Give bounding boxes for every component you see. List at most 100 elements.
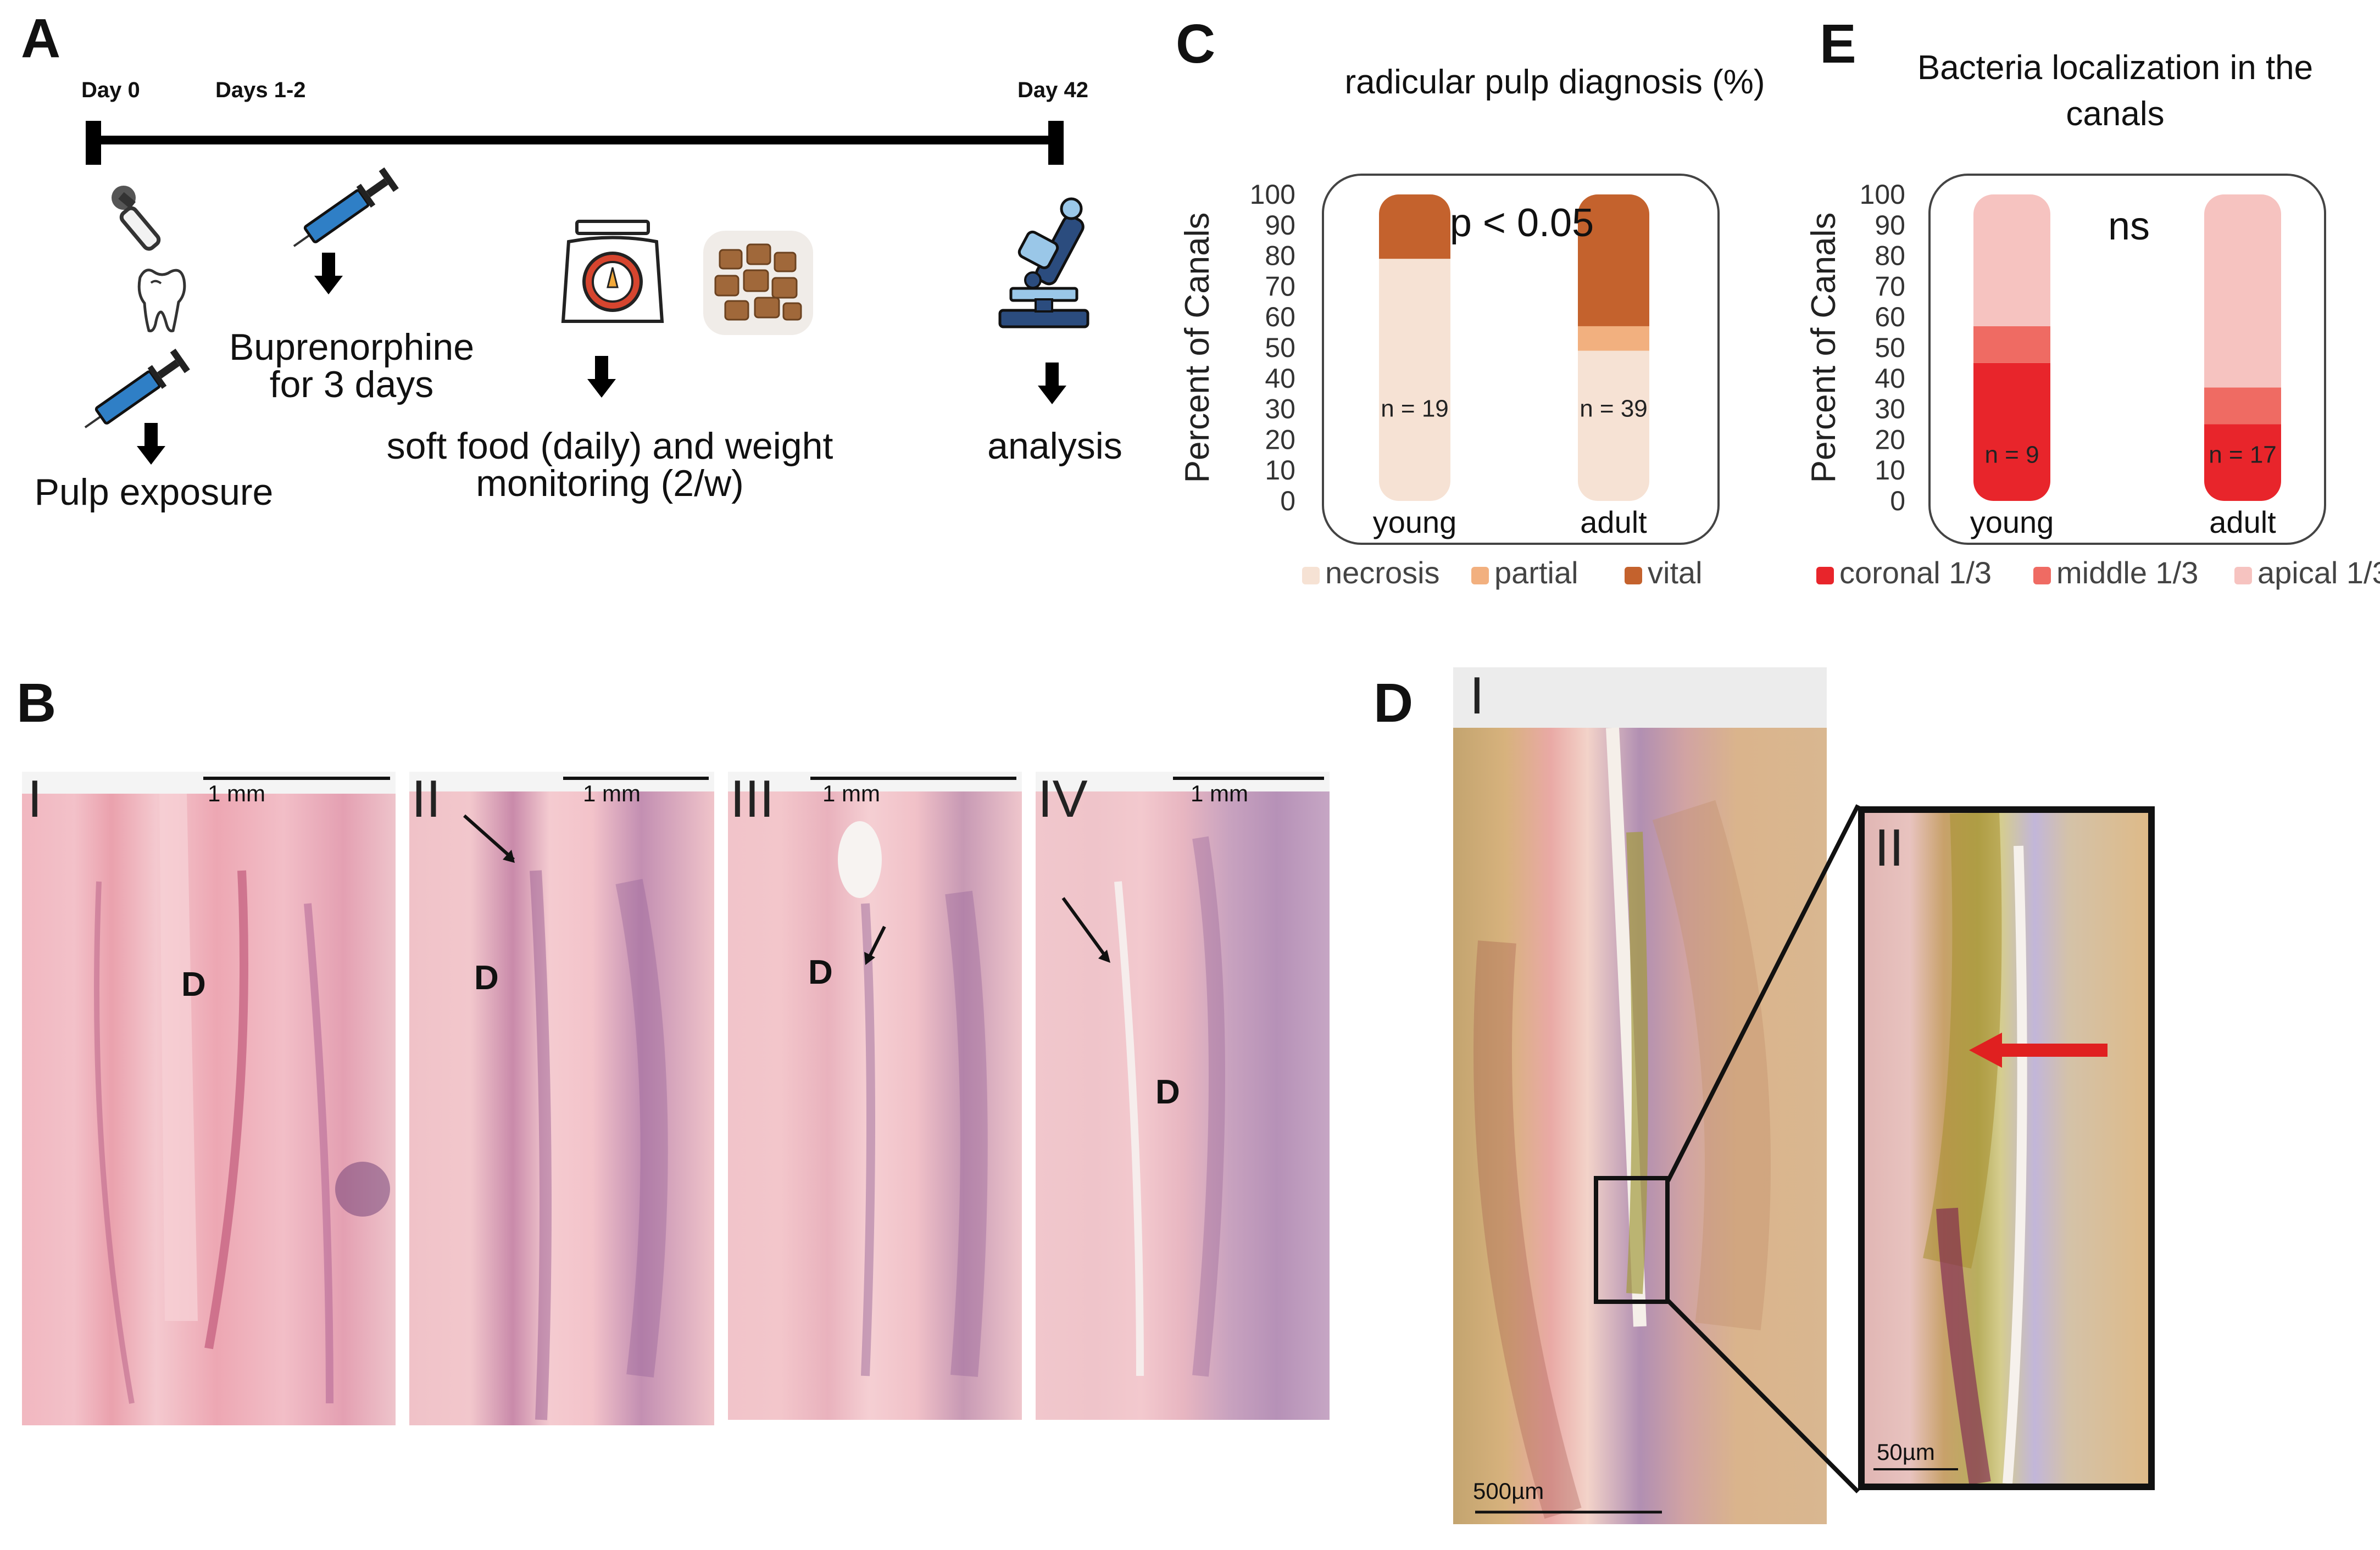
chart-c-ytick: 20 — [1265, 424, 1295, 455]
chart-c-ytick: 50 — [1265, 332, 1295, 363]
chart-e-segment — [1973, 326, 2050, 363]
timeline-day42-label: Day 42 — [1017, 78, 1088, 102]
chart-e-ytick: 100 — [1860, 179, 1905, 210]
arrow-down-icon-4 — [1038, 363, 1066, 404]
chart-c-ytick: 90 — [1265, 210, 1295, 241]
chart-e-segment — [2204, 424, 2281, 501]
step-buprenorphine-line1: Buprenorphine — [229, 326, 475, 368]
chart-c: Percent of Canals0102030405060708090100n… — [1178, 174, 1720, 590]
chart-e-category-label: adult — [2209, 505, 2276, 539]
panel-c-letter: C — [1176, 13, 1216, 75]
chart-c-category-label: adult — [1580, 505, 1647, 539]
chart-e: Percent of Canals0102030405060708090100n… — [1805, 174, 2380, 590]
chart-e-ytick: 0 — [1890, 486, 1905, 516]
step-soft-food-line2: monitoring (2/w) — [476, 462, 744, 504]
b2-roman-label: II — [412, 772, 441, 828]
step-soft-food-line1: soft food (daily) and weight — [386, 425, 833, 467]
chart-e-ytick: 80 — [1875, 241, 1905, 271]
chart-e-ylabel: Percent of Canals — [1805, 213, 1843, 483]
chart-e-ytick: 90 — [1875, 210, 1905, 241]
panel-e-letter: E — [1820, 13, 1856, 75]
chart-c-ytick: 80 — [1265, 241, 1295, 271]
d1-roman-label: I — [1470, 667, 1484, 725]
chart-c-segment — [1578, 326, 1649, 351]
timeline-days12-label: Days 1-2 — [215, 78, 306, 102]
soft-food-pellets-icon — [703, 231, 813, 335]
b4-roman-label: IV — [1038, 772, 1088, 828]
chart-c-legend-swatch — [1302, 567, 1320, 584]
chart-e-legend-swatch — [2234, 567, 2252, 584]
chart-e-n-label: n = 9 — [1984, 441, 2039, 468]
b3-scale-label: 1 mm — [822, 780, 880, 806]
chart-c-ytick: 30 — [1265, 394, 1295, 425]
chart-c-ytick: 40 — [1265, 363, 1295, 394]
chart-c-frame — [1322, 174, 1720, 545]
chart-c-segment — [1578, 350, 1649, 501]
microscope-icon — [998, 197, 1089, 328]
b3-dentin-label: D — [808, 954, 833, 991]
chart-e-segment — [1973, 363, 2050, 501]
chart-c-ylabel: Percent of Canals — [1178, 213, 1216, 483]
chart-c-ytick: 100 — [1250, 179, 1295, 210]
chart-e-bar-young — [1973, 194, 2050, 501]
step-buprenorphine-line2: for 3 days — [269, 364, 434, 405]
syringe-icon-2 — [293, 167, 399, 247]
chart-e-legend-swatch — [1816, 567, 1834, 584]
chart-e-annotation: ns — [2108, 204, 2150, 248]
chart-c-legend-label: partial — [1494, 555, 1578, 590]
b4-dentin-label: D — [1155, 1073, 1180, 1111]
timeline-day0-label: Day 0 — [81, 78, 140, 102]
b1-roman-label: I — [27, 772, 42, 828]
arrow-down-icon-1 — [137, 423, 165, 465]
panel-a-letter: A — [21, 8, 61, 69]
chart-e-category-label: young — [1970, 505, 2054, 539]
inset-connector-lines — [1666, 804, 1860, 1493]
micrograph-b2: II 1 mm D — [409, 772, 714, 1425]
chart-c-segment — [1578, 194, 1649, 326]
chart-e-segment — [2204, 194, 2281, 388]
chart-c-annotation: p < 0.05 — [1450, 201, 1594, 245]
b1-dentin-label: D — [181, 966, 206, 1003]
chart-e-frame — [1928, 174, 2326, 545]
b2-scale-label: 1 mm — [583, 780, 641, 806]
chart-c-ytick: 0 — [1280, 486, 1295, 516]
b3-roman-label: III — [730, 772, 775, 828]
chart-c-title: radicular pulp diagnosis (%) — [1344, 63, 1765, 101]
chart-e-ytick: 20 — [1875, 424, 1905, 455]
chart-e-ytick: 60 — [1875, 302, 1905, 332]
chart-e-ytick: 40 — [1875, 363, 1905, 394]
chart-c-ytick: 60 — [1265, 302, 1295, 332]
chart-c-legend-label: necrosis — [1325, 555, 1440, 590]
chart-e-segment — [2204, 387, 2281, 425]
micrograph-b1: I 1 mm D — [22, 772, 396, 1425]
arrow-down-icon-2 — [314, 253, 343, 294]
chart-e-bar-adult — [2204, 194, 2281, 501]
d1-scale-label: 500µm — [1473, 1478, 1544, 1504]
chart-c-n-label: n = 39 — [1580, 395, 1648, 422]
b1-scale-label: 1 mm — [208, 780, 265, 806]
b4-scale-label: 1 mm — [1191, 780, 1248, 806]
weighing-scale-icon — [561, 220, 664, 323]
chart-c-segment — [1379, 194, 1450, 259]
chart-c-ytick: 10 — [1265, 455, 1295, 486]
timeline-bar — [86, 121, 1064, 165]
dental-drill-icon — [112, 186, 161, 251]
d2-scale-label: 50µm — [1877, 1439, 1935, 1465]
chart-c-legend-swatch — [1625, 567, 1642, 584]
chart-c-bar-adult — [1578, 194, 1649, 501]
chart-e-segment — [1973, 194, 2050, 326]
chart-c-category-label: young — [1373, 505, 1457, 539]
chart-e-legend-label: apical 1/3 — [2257, 555, 2380, 590]
step-pulp-exposure: Pulp exposure — [34, 471, 274, 513]
chart-e-n-label: n = 17 — [2209, 441, 2277, 468]
d2-roman-label: II — [1875, 818, 1904, 877]
chart-e-ytick: 30 — [1875, 394, 1905, 425]
chart-e-ytick: 50 — [1875, 332, 1905, 363]
panel-b-letter: B — [16, 672, 57, 734]
chart-e-ytick: 10 — [1875, 455, 1905, 486]
chart-c-legend-label: vital — [1648, 555, 1703, 590]
chart-c-bar-young — [1379, 194, 1450, 501]
step-analysis: analysis — [987, 425, 1122, 467]
arrow-down-icon-3 — [587, 356, 616, 398]
